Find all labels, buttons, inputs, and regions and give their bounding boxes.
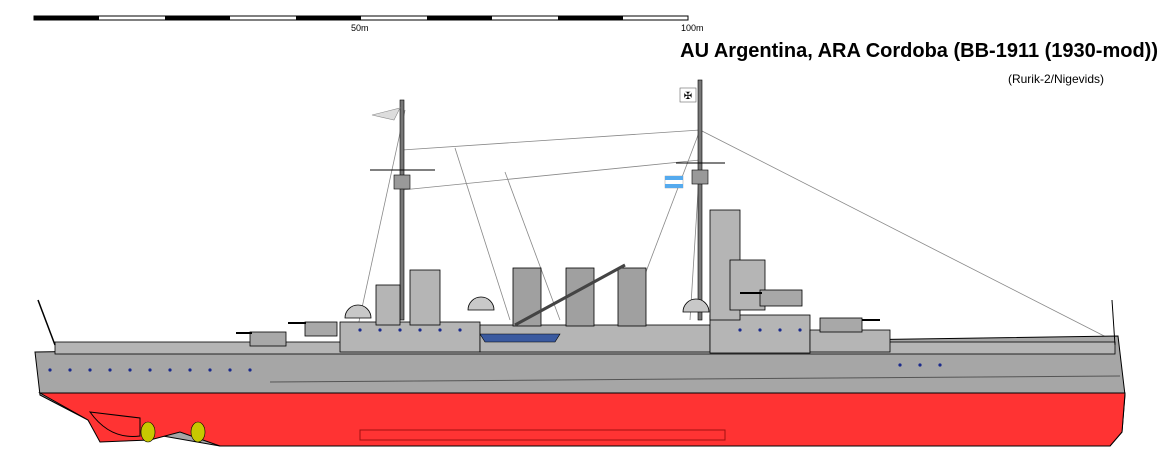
crane [514,263,626,327]
ensign-flag [679,87,697,103]
bilge-keel [359,429,726,441]
jackstaff [1111,299,1116,346]
rigging-lines [354,109,1113,341]
funnel-2 [565,267,595,327]
scale-bar: 50m 100m [0,0,720,40]
funnel-3 [617,267,647,327]
funnel-1 [512,267,542,327]
boats [479,333,561,343]
author-credit: (Rurik-2/Nigevids) [1007,72,1104,86]
searchlight-domes [344,296,710,319]
scale-bar-graphic [33,15,689,21]
svg-text:✠: ✠ [684,91,692,102]
hull [34,335,1126,447]
main-mast: ✠ [664,79,725,321]
funnels [512,267,647,327]
fore-mast [370,99,435,321]
propeller-icon [140,421,206,443]
superstructure [54,209,1116,355]
portholes [48,328,942,372]
gun-turrets [236,289,880,347]
scale-label-100m: 100m [681,23,704,33]
bowsprit [37,299,56,346]
mast-flag [371,107,401,121]
ship-title: AU Argentina, ARA Cordoba (BB-1911 (1930… [680,40,1158,62]
rudder [88,411,141,437]
scale-label-50m: 50m [351,23,369,33]
